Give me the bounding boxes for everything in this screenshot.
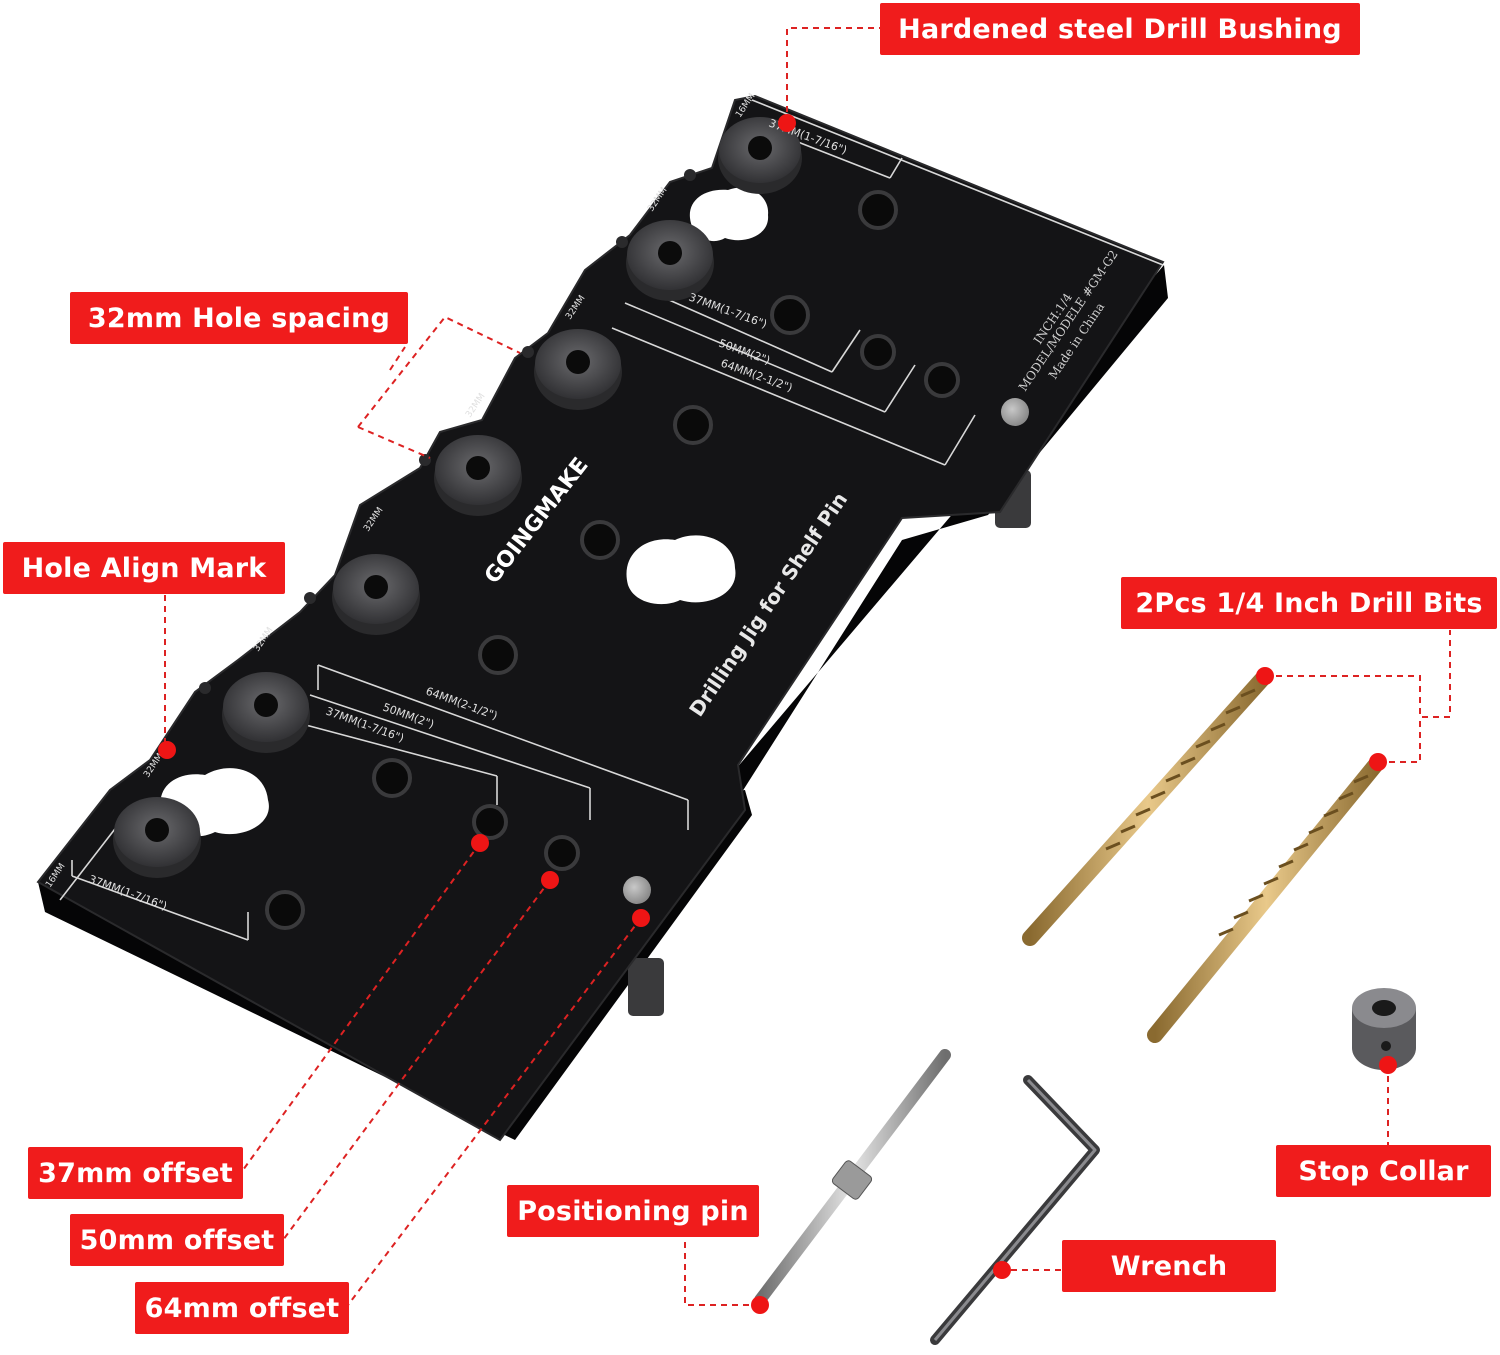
callout-dot: [1379, 1056, 1397, 1074]
hex-wrench: [930, 1075, 1100, 1345]
label-37mm-offset: 37mm offset: [28, 1147, 243, 1199]
jig-leg: [628, 958, 664, 1016]
callout-dot: [632, 909, 650, 927]
callout-dot: [471, 834, 489, 852]
callout-dot: [993, 1261, 1011, 1279]
align-mark-dot: [1001, 398, 1029, 426]
callout-dot: [778, 114, 796, 132]
drill-bushing: [626, 220, 714, 301]
positioning-pin: [754, 1049, 951, 1306]
label-positioning-pin: Positioning pin: [507, 1185, 759, 1237]
drill-bit: [1147, 754, 1386, 1043]
label-drill-bits: 2Pcs 1/4 Inch Drill Bits: [1121, 577, 1497, 629]
dimension-lines-lower: [59, 664, 689, 941]
drill-bushing: [332, 554, 420, 635]
drilling-jig: GOINGMAKE Drilling Jig for Shelf Pin INC…: [36, 92, 1168, 1142]
drill-bushing: [222, 672, 310, 753]
callout-dot: [541, 871, 559, 889]
label-50mm-offset: 50mm offset: [70, 1214, 284, 1266]
callout-dot: [158, 741, 176, 759]
jig-cutout: [689, 187, 769, 242]
threaded-holes: [265, 190, 960, 930]
drill-bit: [1022, 668, 1273, 946]
drill-bushing: [113, 797, 201, 878]
drill-bushing: [534, 329, 622, 410]
label-wrench: Wrench: [1062, 1240, 1276, 1292]
edge-notches: [199, 169, 696, 694]
align-mark-dot: [623, 876, 651, 904]
drill-bushing: [718, 117, 802, 194]
callout-dot: [1256, 667, 1274, 685]
drill-bushings: [113, 117, 802, 878]
label-64mm-offset: 64mm offset: [135, 1282, 349, 1334]
callout-dot: [751, 1296, 769, 1314]
stop-collar: [1352, 988, 1416, 1070]
label-hole-spacing: 32mm Hole spacing: [70, 292, 408, 344]
leader-dots: [158, 114, 1397, 1314]
jig-cutout: [626, 535, 736, 605]
label-stop-collar: Stop Collar: [1276, 1145, 1491, 1197]
leader-lines: [164, 27, 1451, 1306]
dimension-lines-upper: [611, 99, 1164, 466]
drill-bushing: [434, 435, 522, 516]
label-hole-align-mark: Hole Align Mark: [3, 542, 285, 594]
label-drill-bushing: Hardened steel Drill Bushing: [880, 3, 1360, 55]
callout-dot: [1369, 753, 1387, 771]
